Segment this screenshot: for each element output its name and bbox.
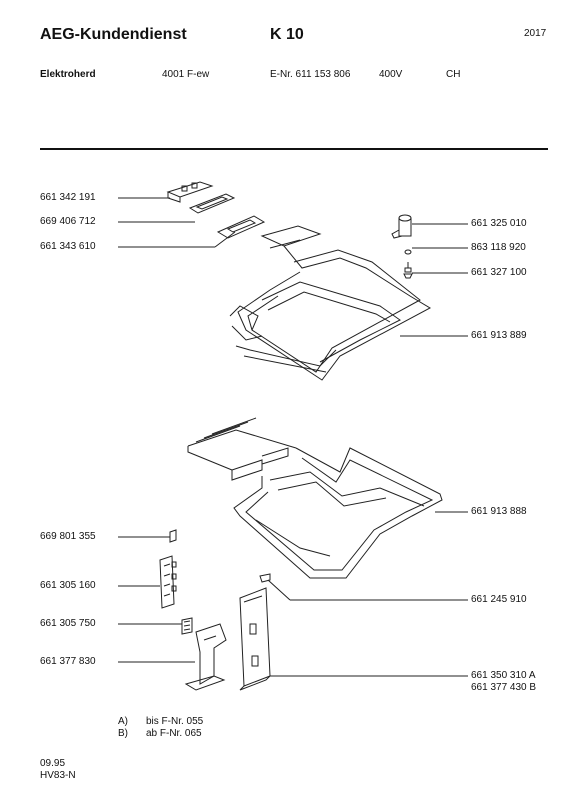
part-label: 661 913 888 xyxy=(471,506,527,517)
part-label: 661 377 830 xyxy=(40,656,96,667)
part-label: 661 325 010 xyxy=(471,218,527,229)
part-label: 661 913 889 xyxy=(471,330,527,341)
hook-part xyxy=(259,573,271,583)
terminal-block-part xyxy=(159,555,177,609)
part-label: 661 377 430 B xyxy=(471,682,537,693)
year: 2017 xyxy=(524,28,547,39)
footer-date: 09.95 xyxy=(40,758,66,769)
spring-connector-part xyxy=(181,617,193,635)
part-label: 669 406 712 xyxy=(40,216,96,227)
leader-lines-right xyxy=(267,223,468,677)
voltage: 400V xyxy=(379,69,403,80)
mounting-bracket-part xyxy=(239,587,271,691)
note-key: A) xyxy=(118,716,128,727)
mounting-foot-part xyxy=(184,623,227,691)
part-label: 863 118 920 xyxy=(471,242,526,253)
clip-part xyxy=(169,529,177,543)
part-label: 661 343 610 xyxy=(40,241,96,252)
oven-element-part xyxy=(187,417,443,579)
gasket-plate-part xyxy=(188,193,236,214)
terminal-bracket-part xyxy=(166,181,214,203)
part-label: 661 305 750 xyxy=(40,618,96,629)
grill-element-part xyxy=(229,225,432,381)
part-label: 669 801 355 xyxy=(40,531,96,542)
part-label: 661 342 191 xyxy=(40,192,96,203)
note-text: bis F-Nr. 055 xyxy=(146,716,204,727)
sensor-housing-part xyxy=(391,214,412,239)
fastener-part xyxy=(403,262,413,279)
part-label: 661 245 910 xyxy=(471,594,527,605)
seal-frame-part xyxy=(216,215,266,239)
header-rule xyxy=(40,148,548,150)
o-ring-part xyxy=(404,249,412,255)
note-text: ab F-Nr. 065 xyxy=(146,728,202,739)
part-label: 661 305 160 xyxy=(40,580,96,591)
footer-doc: HV83-N xyxy=(40,770,76,781)
part-label: 661 350 310 A xyxy=(471,670,536,681)
part-label: 661 327 100 xyxy=(471,267,527,278)
note-key: B) xyxy=(118,728,128,739)
doc-code: K 10 xyxy=(270,26,304,43)
brand-title: AEG-Kundendienst xyxy=(40,26,187,43)
country: CH xyxy=(446,69,461,80)
leader-lines-left xyxy=(118,197,236,663)
e-number: E-Nr. 611 153 806 xyxy=(270,69,351,80)
product-type: Elektroherd xyxy=(40,69,96,80)
model-number: 4001 F-ew xyxy=(162,69,210,80)
